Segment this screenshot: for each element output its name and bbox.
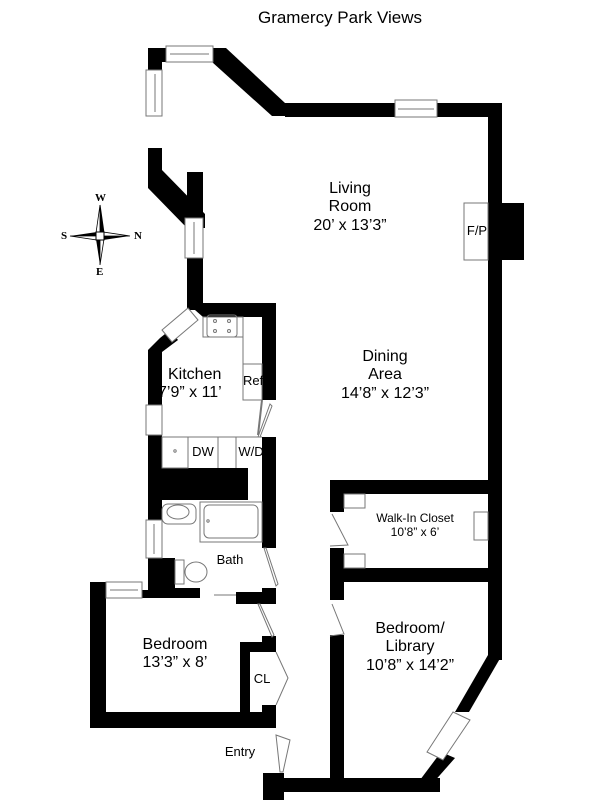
window-kitchen-diag — [161, 307, 199, 343]
compass-north: N — [134, 230, 142, 242]
closet-shelf-top — [343, 493, 366, 509]
room-bedroom-library: Bedroom/ Library 10’8” x 14’2” — [350, 620, 470, 675]
room-name: Kitchen — [168, 366, 222, 383]
room-kitchen: Kitchen 7’9” x 11’ — [158, 366, 248, 403]
bath-sink — [161, 503, 197, 525]
wall-library-left-b — [330, 635, 344, 792]
wall-bedroom-bottom — [90, 712, 276, 728]
wall-bedroom-top — [142, 590, 175, 598]
room-name: Area — [368, 366, 402, 384]
refrigerator — [242, 363, 263, 401]
refrigerator-label: Ref — [243, 373, 264, 388]
walk-in-closet-door-icon — [329, 513, 349, 547]
window-kitchen-left — [145, 404, 163, 436]
toilet-icon — [184, 561, 208, 583]
wall-library-bottom — [330, 778, 425, 792]
washer-dryer-label: W/D — [238, 444, 264, 459]
room-bedroom: Bedroom 13’3” x 8’ — [120, 636, 230, 673]
wall-closet-door-bottom — [262, 705, 276, 728]
wall-library-diag-upper — [455, 655, 502, 712]
wall-bath-left — [148, 500, 162, 520]
wall-right-lower — [488, 480, 502, 660]
room-dimensions: 10’8” x 14’2” — [365, 656, 455, 674]
closet-shelf-bottom — [343, 553, 366, 569]
library-door-icon — [329, 603, 345, 637]
wall-kitchen-right — [262, 303, 276, 400]
wall-top-right — [437, 103, 502, 117]
dishwasher-label: DW — [192, 444, 214, 459]
window-bay-left — [145, 69, 163, 117]
wall-left-upper-b — [187, 258, 203, 310]
wall-right-upper — [488, 103, 502, 203]
wall-closet-door-top — [262, 636, 276, 648]
room-closet: CL — [253, 671, 271, 686]
room-name: Bedroom — [142, 636, 208, 653]
closet-door-icon — [275, 651, 289, 706]
bedroom-door-icon — [257, 603, 275, 638]
stove-icon — [206, 314, 238, 338]
wall-right-mid — [488, 260, 502, 480]
closet-shelf-right — [473, 511, 489, 541]
fireplace-label: F/P — [466, 223, 488, 238]
wall-closet-left-a — [330, 480, 344, 512]
plan-title: Gramercy Park Views — [257, 8, 423, 27]
wall-left-upper-a — [187, 172, 203, 218]
fireplace-hearth — [463, 202, 489, 261]
room-name: Living — [329, 180, 371, 197]
room-name: Dining — [362, 348, 408, 365]
compass-east: E — [96, 266, 104, 278]
room-dimensions: 20’ x 13’3” — [313, 216, 387, 234]
wall-library-left-a — [330, 580, 344, 600]
bath-door-icon — [263, 547, 279, 587]
walls — [90, 48, 524, 800]
room-bath: Bath — [216, 552, 244, 567]
room-name: Room — [328, 198, 372, 216]
wall-bedroom-corner — [90, 582, 108, 598]
room-living-room: Living Room 20’ x 13’3” — [290, 180, 410, 235]
window-library — [426, 711, 471, 761]
room-walk-in-closet: Walk-In Closet 10’8” x 6’ — [350, 511, 480, 540]
room-dimensions: 7’9” x 11’ — [158, 384, 222, 402]
bathtub-icon — [199, 501, 263, 543]
wall-kitchen-left-diag — [148, 330, 178, 405]
wall-bath-bottom — [175, 588, 200, 598]
room-dimensions: 14’8” x 12’3” — [340, 384, 430, 402]
wall-closet-top — [330, 480, 502, 494]
wall-bay-diagonal-top — [212, 48, 285, 116]
room-entry: Entry — [224, 744, 256, 759]
wall-bath-bottom-left — [148, 558, 175, 596]
wall-kitchen-top — [187, 303, 276, 317]
wall-bedroom-left — [90, 582, 106, 712]
entry-door-icon — [275, 734, 291, 773]
room-dimensions: 10’8” x 6’ — [390, 524, 440, 539]
windows — [105, 45, 471, 761]
toilet-tank — [174, 559, 185, 585]
room-dining-area: Dining Area 14’8” x 12’3” — [325, 348, 445, 403]
wall-closet-left — [240, 642, 250, 712]
wall-kitchen-bath-right — [262, 437, 276, 548]
compass-rose-icon — [69, 204, 131, 266]
wall-top-left — [285, 103, 395, 117]
fireplace-chimney — [488, 203, 524, 260]
wall-kitchen-bottom — [148, 468, 248, 500]
wall-hall-post — [262, 588, 276, 604]
room-name: Walk-In Closet — [376, 511, 454, 525]
fixtures — [161, 202, 489, 773]
room-name: Bedroom/ — [375, 620, 445, 637]
room-dimensions: 13’3” x 8’ — [142, 654, 208, 672]
room-name: Library — [385, 638, 435, 656]
compass-west: W — [95, 192, 106, 204]
wall-closet-bottom — [330, 568, 502, 582]
compass-south: S — [61, 230, 68, 242]
